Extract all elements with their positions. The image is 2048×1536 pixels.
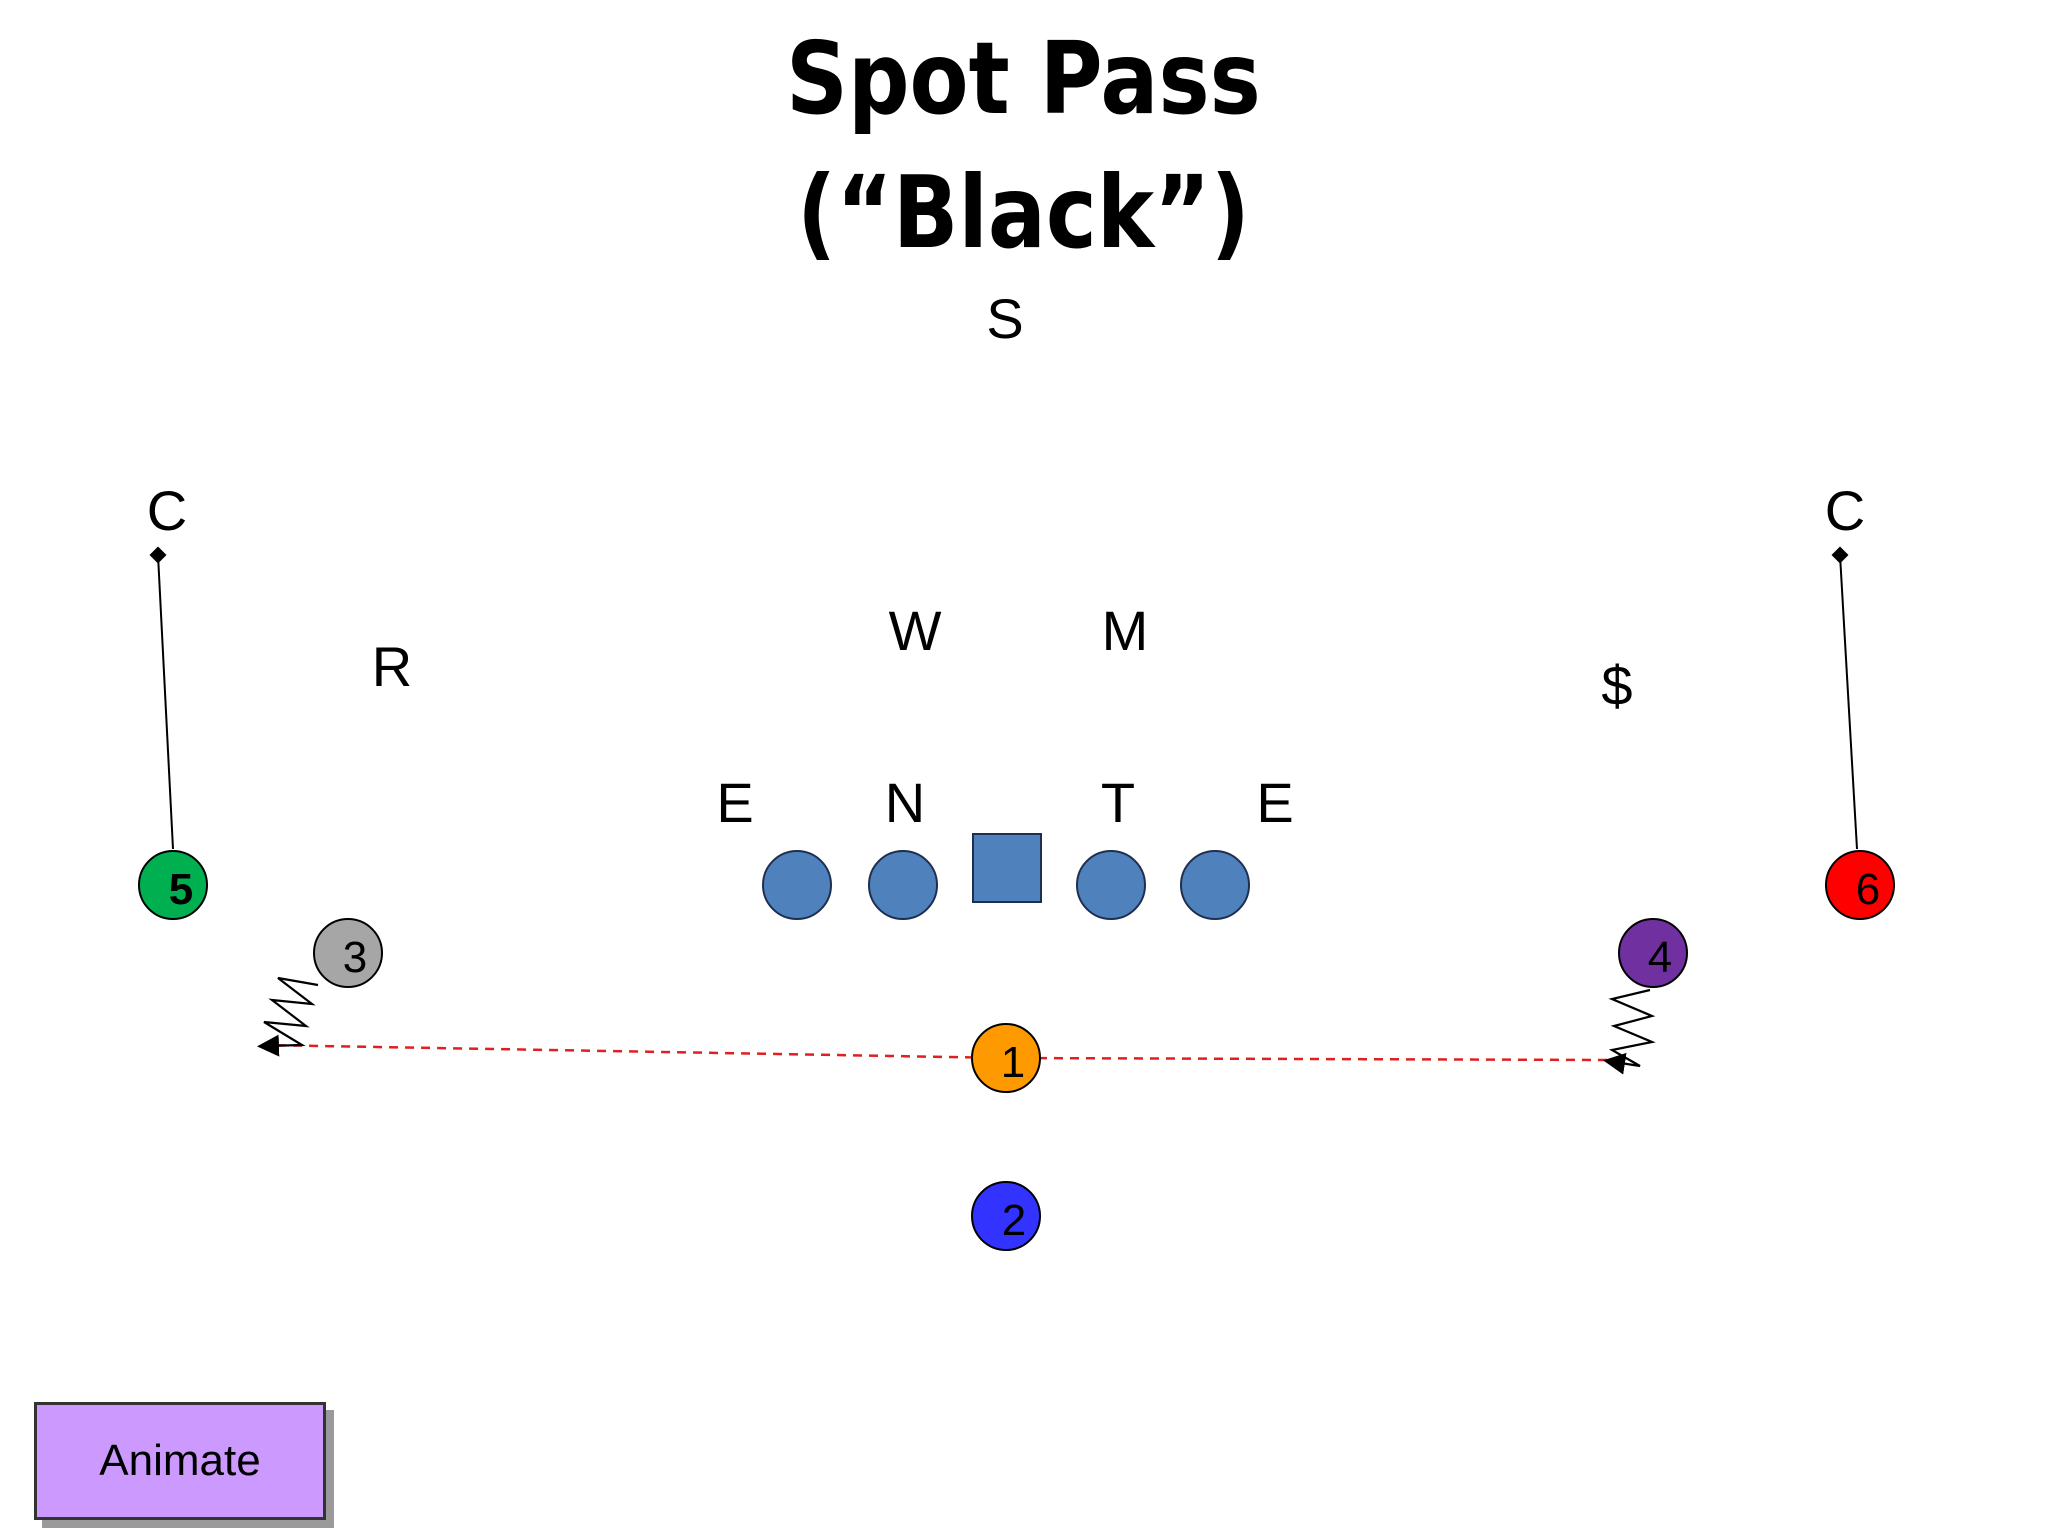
corner-left-label: C (147, 479, 187, 542)
animate-button[interactable]: Animate (34, 1402, 326, 1520)
player-4-circle (1618, 918, 1688, 988)
tackle-label: T (1101, 771, 1135, 834)
corner-right-diamond-icon (1831, 546, 1849, 564)
linebacker-m-label: M (1102, 599, 1149, 662)
player-5-label: 5 (169, 865, 193, 914)
linebacker-w-label: W (889, 599, 942, 662)
player-4-motion-route (1603, 988, 1656, 1075)
pass-line-left (263, 1043, 1007, 1060)
offensive-lineman-right-guard (1076, 850, 1146, 920)
player-1-label: 1 (1001, 1038, 1025, 1087)
corner-right-label: C (1825, 479, 1865, 542)
center-square (972, 833, 1042, 903)
offensive-lineman-left-tackle (762, 850, 832, 920)
corner-left-route (157, 554, 174, 850)
nose-label: N (885, 771, 925, 834)
player-2-label: 2 (1002, 1196, 1026, 1245)
money-label: $ (1601, 654, 1632, 717)
player-6-label: 6 (1856, 865, 1880, 914)
player-3-circle (313, 918, 383, 988)
player-5-circle (138, 850, 208, 920)
player-4-label: 4 (1648, 933, 1672, 982)
end-left-label: E (716, 771, 753, 834)
rover-label: R (372, 635, 412, 698)
player-3-motion-route (257, 976, 319, 1057)
offensive-lineman-left-guard (868, 850, 938, 920)
safety-label: S (986, 287, 1023, 350)
play-title-line2: (“Black”) (796, 154, 1250, 271)
player-3-label: 3 (343, 933, 367, 982)
player-1-circle (971, 1023, 1041, 1093)
player-2-circle (971, 1181, 1041, 1251)
play-title-line1: Spot Pass (786, 20, 1261, 137)
player-6-circle (1825, 850, 1895, 920)
corner-left-diamond-icon (149, 546, 167, 564)
corner-right-route (1839, 554, 1858, 850)
offensive-lineman-right-tackle (1180, 850, 1250, 920)
pass-line-right (1005, 1056, 1609, 1062)
end-right-label: E (1256, 771, 1293, 834)
